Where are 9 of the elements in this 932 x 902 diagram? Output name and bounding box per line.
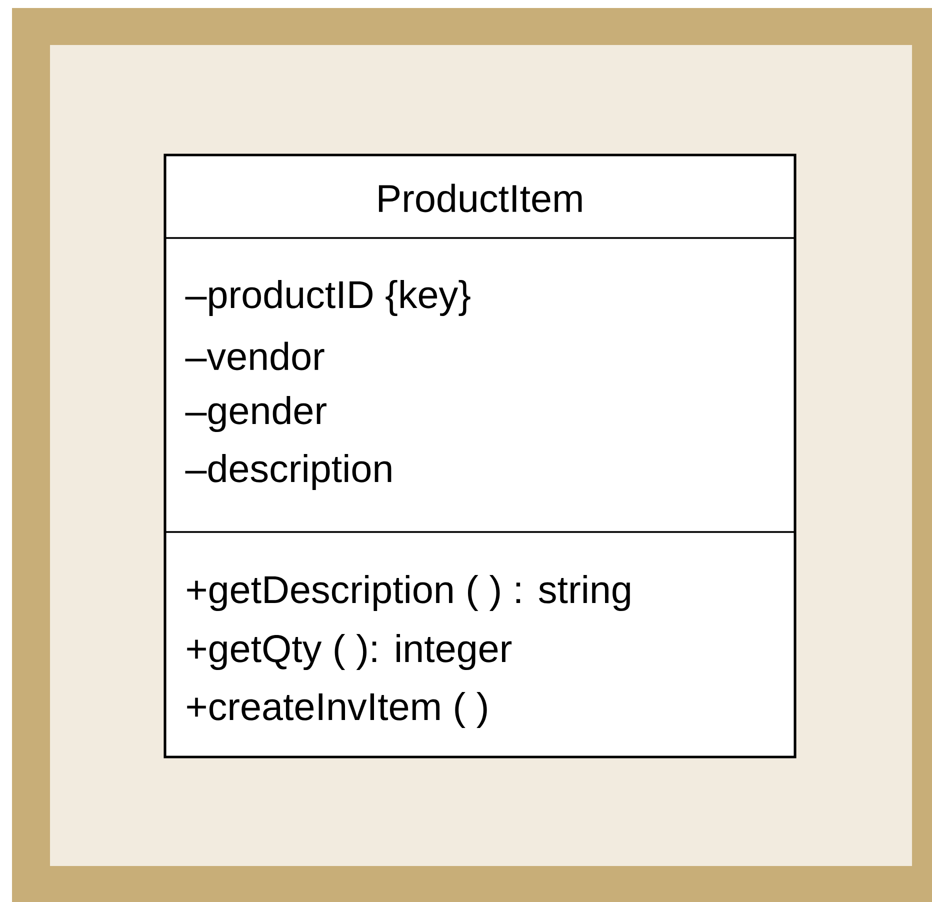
attribute-text: –vendor xyxy=(185,342,324,370)
attribute-text: –description xyxy=(185,454,392,490)
attribute-text: –productID {key} xyxy=(185,280,470,316)
class-name: ProductItem xyxy=(378,184,582,212)
method-text: +getQty ( ): integer xyxy=(187,634,512,670)
attribute-text: –gender xyxy=(185,396,326,432)
method-text: +getDescription ( ) : string xyxy=(187,574,630,612)
method-text: +createInvItem ( ) xyxy=(187,692,487,728)
class-box xyxy=(164,154,796,758)
